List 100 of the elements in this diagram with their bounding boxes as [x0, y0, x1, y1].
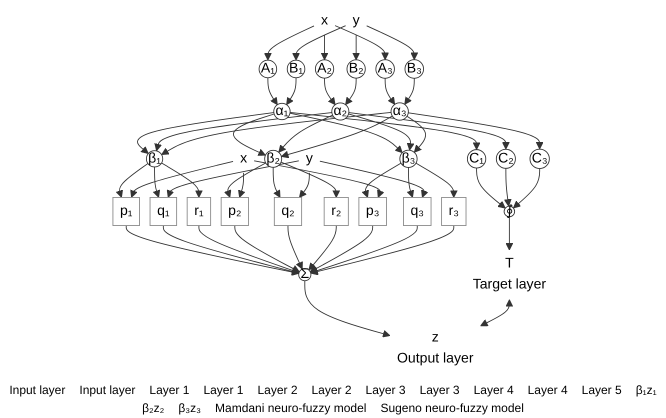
node-circle: A₂ [314, 59, 334, 79]
node-label: Output layer [397, 351, 474, 366]
layer-label: Layer 4 [474, 383, 514, 397]
arrow [334, 25, 389, 60]
arrow [304, 280, 390, 338]
node-circle: B₃ [404, 59, 424, 79]
arrow [384, 78, 396, 105]
node-box: r₂ [324, 197, 349, 226]
arrow [272, 166, 280, 198]
node-box: q₂ [274, 197, 302, 226]
node-text: y [306, 150, 313, 166]
arrow [161, 162, 203, 198]
node-box: p₂ [220, 197, 249, 226]
node-label: Target layer [472, 277, 546, 292]
node-circle: C₁ [466, 149, 486, 168]
arrow [310, 225, 374, 272]
arrow [288, 225, 303, 270]
arrow [290, 112, 403, 154]
arrow [348, 112, 510, 150]
node-circle: β₂ [264, 150, 282, 168]
layer-label: Input layer [79, 383, 136, 397]
layer-label: Layer 1 [149, 383, 190, 397]
node-text: y [352, 13, 360, 28]
node-circle: B₁ [286, 60, 306, 78]
node-circle: β₁ [146, 150, 164, 168]
arrow [278, 114, 334, 153]
node-circle: C₂ [496, 148, 516, 169]
layer-label: β₂z₂ [142, 401, 164, 415]
node-circle: α₁ [273, 102, 291, 120]
node-circle: A₃ [375, 59, 395, 79]
node-text: T [505, 256, 514, 272]
node-box: p₃ [358, 197, 387, 226]
arrow [154, 112, 332, 152]
arrow [280, 162, 340, 198]
node-box: q₃ [403, 197, 432, 226]
arrow [126, 225, 300, 276]
arrow [310, 225, 418, 274]
layer-label: Layer 2 [312, 383, 352, 397]
node-circle: β₃ [399, 150, 418, 168]
layer-label: Mamdani neuro-fuzzy model [215, 401, 366, 415]
arrow [299, 172, 310, 198]
arrow [267, 77, 278, 106]
node-text: x [240, 150, 248, 166]
arrow [513, 168, 540, 208]
arrow [137, 112, 274, 154]
arrow [404, 78, 415, 105]
arrow [352, 34, 360, 60]
arrow [480, 299, 514, 326]
arrow [362, 162, 402, 198]
node-text: z [432, 330, 439, 345]
node-circle: α₂ [331, 102, 350, 121]
arrow [198, 225, 300, 274]
arrow [408, 112, 544, 150]
arrow [292, 25, 346, 61]
arrow [504, 168, 512, 207]
arrow [319, 160, 428, 198]
arrow [290, 112, 480, 150]
node-box: q₁ [150, 197, 178, 226]
arrow [406, 167, 414, 198]
layer-label: Layer 1 [203, 383, 244, 397]
node-circle: ∮ [504, 206, 516, 218]
arrow [254, 160, 384, 198]
node-box: p₁ [112, 197, 140, 226]
arrow [366, 25, 418, 60]
arrow [308, 225, 337, 270]
layer-label: Layer 3 [420, 383, 460, 397]
node-circle: B₂ [346, 59, 366, 79]
arrow [416, 162, 458, 198]
arrow [166, 160, 300, 198]
arrow [161, 112, 392, 155]
node-circle: C₃ [530, 148, 550, 169]
arrow [476, 168, 506, 209]
node-circle: α₃ [390, 102, 409, 121]
node-text: x [321, 13, 328, 28]
node-box: r₃ [441, 197, 466, 226]
arrow [234, 225, 300, 272]
arrow [506, 216, 514, 250]
arrow [232, 114, 275, 156]
arrow [152, 166, 160, 198]
arrow [286, 77, 296, 106]
node-circle: A₁ [258, 60, 278, 78]
layer-label: Layer 2 [257, 383, 298, 397]
arrow [320, 34, 328, 60]
layer-label: β₁z₁ [636, 383, 657, 397]
arrow [116, 163, 148, 198]
node-box: r₁ [186, 197, 212, 226]
arrow [406, 116, 426, 153]
arrow [348, 113, 414, 151]
arrow [224, 162, 266, 198]
arrow [310, 225, 454, 276]
arrow [324, 78, 336, 106]
arrow [264, 26, 314, 61]
arrow [162, 225, 300, 276]
arrow [238, 172, 246, 198]
layer-label: β₃z₃ [178, 401, 202, 415]
layer-label: Layer 5 [582, 383, 622, 397]
node-circle: Σ [298, 268, 312, 282]
arrow [345, 78, 357, 106]
layer-label: Input layer [9, 383, 66, 397]
layer-label: Layer 3 [366, 383, 406, 397]
